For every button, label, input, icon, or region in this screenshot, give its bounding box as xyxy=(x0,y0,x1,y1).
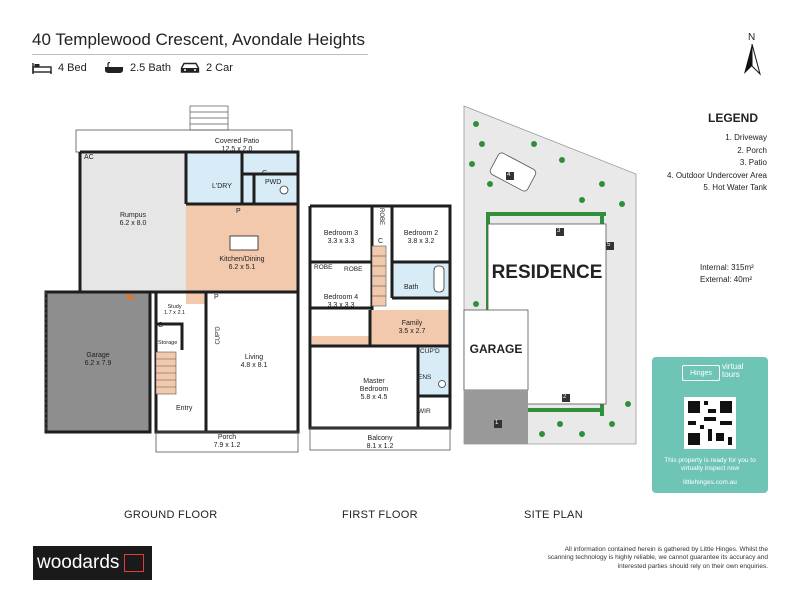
legend-item: 2. Porch xyxy=(737,145,767,155)
beds-feature: 4 Bed xyxy=(32,62,87,74)
site-garage-label: GARAGE xyxy=(469,342,523,356)
storage-label: Storage xyxy=(158,340,178,346)
marker-1: 1 xyxy=(495,420,499,426)
bathtub xyxy=(433,265,445,293)
north-compass: N xyxy=(740,32,768,76)
wir-label: WIR xyxy=(418,408,431,415)
site-plan-title: SITE PLAN xyxy=(524,509,583,521)
bed-icon xyxy=(32,63,52,74)
legend-item: 5. Hot Water Tank xyxy=(703,183,767,193)
kitchen-island xyxy=(229,235,259,251)
residence-label: RESIDENCE xyxy=(491,262,603,283)
first-floor-drawing xyxy=(308,204,452,451)
cars-feature: 2 Car xyxy=(180,62,233,74)
woodards-logo: woodards xyxy=(33,546,152,580)
car-icon xyxy=(180,62,200,73)
trees xyxy=(469,121,631,437)
site-markers xyxy=(494,172,614,428)
closet-c2-label: C xyxy=(158,322,164,329)
rumpus-fill xyxy=(80,152,186,292)
north-label: N xyxy=(748,32,756,43)
closet-c-label: C xyxy=(378,238,384,245)
marker-3: 3 xyxy=(557,228,561,234)
legend-title: LEGEND xyxy=(708,111,759,125)
site-plan: RESIDENCE GARAGE 4 1 2 3 5 xyxy=(462,104,640,456)
cupd-label: CUP'D xyxy=(420,348,440,355)
legend-item: 3. Patio xyxy=(739,158,767,168)
virtual-tour-url[interactable]: littlehinges.com.au xyxy=(683,479,737,486)
property-address: 40 Templewood Crescent, Avondale Heights xyxy=(32,30,365,49)
robe-label-1: ROBE xyxy=(314,264,333,271)
garage-fill xyxy=(46,292,150,432)
marker-2: 2 xyxy=(563,394,567,400)
woodards-mark-icon xyxy=(124,554,145,572)
header-divider xyxy=(32,54,368,55)
marker-4: 4 xyxy=(507,172,511,178)
internal-area: Internal: 315m² xyxy=(700,263,754,272)
north-arrow-icon xyxy=(744,44,761,76)
closet-c-label: C xyxy=(262,170,268,177)
baths-feature: 2.5 Bath xyxy=(104,62,171,74)
cupd-label: CUP'D xyxy=(215,326,222,345)
pwd-label: PWD xyxy=(265,179,282,186)
patio-steps xyxy=(189,105,229,131)
virtual-tour-message: This property is ready for you to virtua… xyxy=(664,457,756,472)
ground-stairs xyxy=(155,351,177,395)
entry-label: Entry xyxy=(176,405,193,412)
first-stairs xyxy=(371,245,387,307)
robe-label-vertical: ROBE xyxy=(378,208,384,226)
balcony-outline xyxy=(309,427,451,451)
legend-item: 1. Driveway xyxy=(725,133,767,142)
first-floor-title: FIRST FLOOR xyxy=(342,509,418,521)
beds-label: 4 Bed xyxy=(58,62,87,74)
bath-label: Bath xyxy=(404,284,419,291)
hinges-logo: Hinges xyxy=(682,365,720,381)
baths-label: 2.5 Bath xyxy=(130,62,171,74)
ground-floor-drawing xyxy=(44,105,300,453)
qr-code-icon xyxy=(684,397,736,449)
pantry-p-label: P xyxy=(236,208,241,215)
garage-footprint xyxy=(463,309,529,391)
cars-label: 2 Car xyxy=(206,62,233,74)
ac-label: AC xyxy=(84,154,94,161)
ground-floor-title: GROUND FLOOR xyxy=(124,509,218,521)
family-fill xyxy=(370,310,450,346)
ens-fill xyxy=(418,346,450,396)
porch-outline xyxy=(155,431,299,453)
site-plan-drawing xyxy=(463,105,637,445)
disclaimer-text: All information contained herein is gath… xyxy=(547,546,768,570)
legend-item: 4. Outdoor Undercover Area xyxy=(666,170,767,180)
legend-list: 1. Driveway 2. Porch 3. Patio 4. Outdoor… xyxy=(667,132,767,195)
laundry-label: L'DRY xyxy=(212,183,232,190)
driveway xyxy=(464,390,528,444)
marker-5: 5 xyxy=(607,242,611,248)
bath-icon xyxy=(105,62,123,73)
ens-label: ENS xyxy=(418,374,432,381)
pantry-p2-label: P xyxy=(214,294,219,301)
robe-label-2: ROBE xyxy=(344,266,363,273)
external-area: External: 40m² xyxy=(700,275,753,284)
